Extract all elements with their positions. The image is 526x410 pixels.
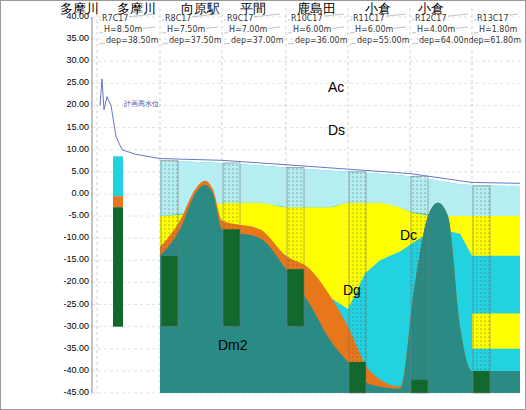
- axis-value: -5.00: [68, 211, 89, 221]
- grid: [92, 8, 520, 393]
- axis-value: -15.00: [63, 255, 89, 265]
- layer-label: Dc: [400, 228, 417, 243]
- axis-value: 35.00: [66, 34, 89, 44]
- boring-label: R8C17: [164, 15, 192, 24]
- boring-column: [411, 176, 428, 393]
- boring-label: R12C17: [414, 15, 448, 24]
- axis-value: -10.00: [63, 233, 89, 243]
- water-level: [100, 79, 520, 183]
- boring-label: R10C17: [290, 15, 324, 24]
- axis-value: 15.00: [66, 123, 89, 133]
- boring-label: R9C17: [226, 15, 254, 24]
- boring-label: R13C17: [476, 15, 510, 24]
- axis-value: -25.00: [63, 300, 89, 310]
- dc-layer: [160, 161, 520, 393]
- boring-label: dep=61.80m: [468, 37, 522, 46]
- dg-layer: [160, 181, 520, 393]
- axis-value: 40.00: [66, 12, 89, 22]
- layer-label: Dm2: [218, 338, 248, 353]
- axis-value: 10.00: [66, 145, 89, 155]
- layer-label: Ds: [328, 123, 345, 138]
- axis-value: 0.00: [71, 189, 89, 199]
- layer-label: Ac: [328, 80, 344, 95]
- axis-value: -20.00: [63, 277, 89, 287]
- boring-column: [287, 167, 304, 326]
- boring-label: H=6.00m: [354, 26, 394, 35]
- boring-label: R7C17: [101, 15, 129, 24]
- axis-value: 5.00: [71, 167, 89, 177]
- boring-label: H=7.00m: [228, 26, 268, 35]
- axis-value: -30.00: [63, 322, 89, 332]
- dm2-layer: [160, 185, 520, 393]
- boring-label: R11C17: [352, 15, 386, 24]
- boring-label: H=7.50m: [166, 26, 206, 35]
- layer-label: Dg: [343, 283, 361, 298]
- boring-column: [161, 161, 178, 327]
- axis-value: -40.00: [63, 366, 89, 376]
- axis-value: 25.00: [66, 78, 89, 88]
- water-note: 計画高水位: [124, 101, 159, 109]
- boring-label: dep=37.00m: [230, 37, 284, 46]
- boring-label: dep=36.00m: [294, 37, 348, 46]
- boring-label: H=8.50m: [103, 26, 143, 35]
- boring-label: dep=64.00m: [418, 37, 472, 46]
- boring-label: H=1.80m: [478, 26, 518, 35]
- axis-value: 30.00: [66, 56, 89, 66]
- boring-column: [223, 163, 240, 327]
- axis-value: -35.00: [63, 344, 89, 354]
- axis-value: 20.00: [66, 100, 89, 110]
- axis-value: -45.00: [63, 388, 89, 398]
- boring-label: H=4.00m: [416, 26, 456, 35]
- boring-label: dep=55.00m: [356, 37, 410, 46]
- boring-label: H=6.00m: [292, 26, 332, 35]
- boring-column: [473, 186, 490, 393]
- boring-label: dep=38.50m: [105, 37, 159, 46]
- boring-label: dep=37.50m: [168, 37, 222, 46]
